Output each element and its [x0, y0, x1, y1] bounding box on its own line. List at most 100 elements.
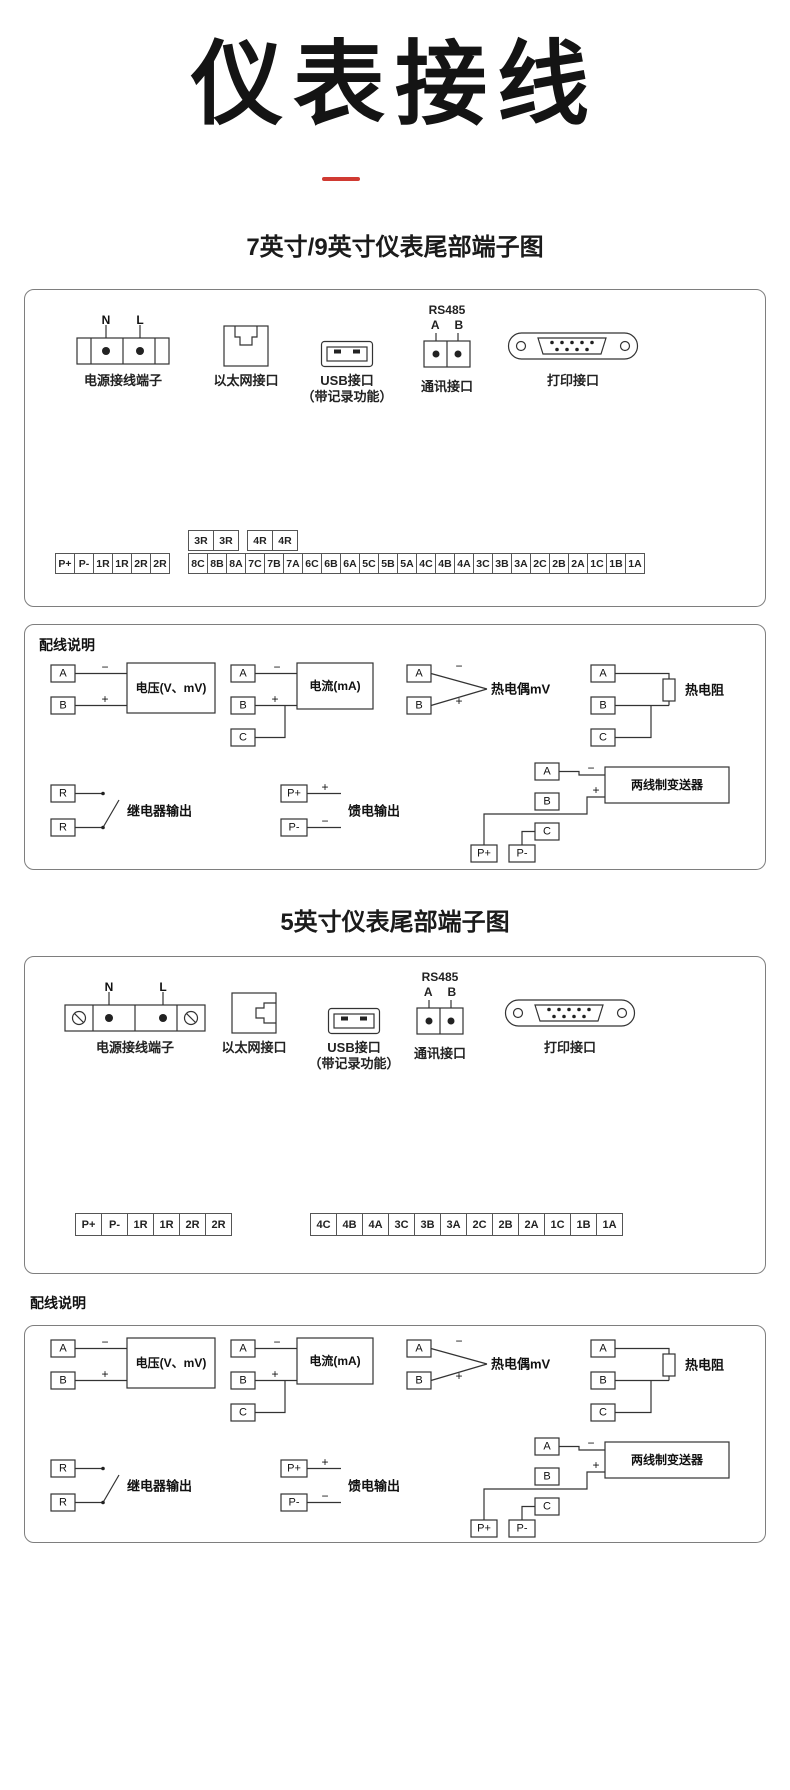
plus-sign: +	[271, 1367, 278, 1381]
terminal-cell: P-	[74, 553, 94, 575]
ethernet-label: 以太网接口	[213, 373, 279, 389]
power-n-label: N	[105, 980, 114, 994]
wiring-rtd: A B C 热电阻	[590, 1339, 724, 1422]
terminal-cell: 1R	[127, 1213, 154, 1237]
terminal-cell: 2B	[492, 1213, 519, 1237]
terminal-cell: 7C	[245, 553, 265, 575]
terminal-label: B	[543, 796, 550, 808]
terminal-cell: 1A	[625, 553, 645, 575]
wiring-thermocouple: A B − + 热电偶mV	[406, 659, 551, 715]
terminal-cell: 4C	[416, 553, 436, 575]
terminal-cell: 1R	[153, 1213, 180, 1237]
terminal-label: B	[59, 700, 66, 712]
minus-sign: −	[321, 814, 328, 828]
printer-icon-area	[490, 973, 650, 1035]
usb-icon-area	[294, 973, 414, 1035]
wiring-transmitter: A B C − + 两线制变送器 P+ P-	[470, 1436, 730, 1538]
terminal-cell: 1A	[596, 1213, 623, 1237]
connector-printer: 打印接口	[490, 973, 650, 1056]
terminal-label: P-	[289, 1497, 300, 1509]
minus-sign: −	[101, 1335, 108, 1349]
connector-power: N L 电源接线端子	[60, 973, 210, 1056]
component-label: 电压(V、mV)	[136, 1355, 207, 1370]
section-7-9-heading: 7英寸/9英寸仪表尾部端子图	[246, 234, 544, 262]
connector-comm: RS485 A B 通讯接口	[403, 304, 491, 395]
wiring-heading: 配线说明	[39, 637, 95, 654]
comm-a-label: A	[430, 318, 440, 333]
wiring-current: A B C − + 电流(mA)	[230, 660, 374, 747]
terminal-cell: 2R	[131, 553, 151, 575]
minus-sign: −	[273, 1335, 280, 1349]
terminal-label: R	[59, 1463, 67, 1475]
terminal-cell: 1C	[544, 1213, 571, 1237]
connector-usb: USB接口 （带记录功能）	[294, 973, 414, 1072]
terminal-cell: 3A	[511, 553, 531, 575]
ethernet-icon-area	[186, 306, 306, 368]
terminal-cell: 2B	[549, 553, 569, 575]
minus-sign: −	[273, 660, 280, 674]
wiring-relay: R R 继电器输出	[50, 1459, 192, 1512]
panel-7-9-terminals: N L 电源接线端子 以太网接口 USB接口	[24, 289, 766, 608]
terminal-label: C	[543, 1501, 551, 1513]
wiring-diagram: A B − + 电压(V、mV) A B C − + 电流(mA)	[25, 1334, 765, 1540]
terminal-label: C	[239, 732, 247, 744]
terminal-cell: 3B	[492, 553, 512, 575]
comm-b-label: B	[447, 985, 457, 1000]
usb-label: USB接口	[320, 373, 374, 389]
terminal-label: C	[543, 826, 551, 838]
terminal-cell: 2R	[179, 1213, 206, 1237]
usb-sublabel: （带记录功能）	[301, 389, 393, 405]
title-accent	[322, 177, 360, 182]
component-label: 电流(mA)	[309, 678, 360, 693]
terminal-cell: 2R	[205, 1213, 232, 1237]
power-terminal-icon: N L	[76, 313, 170, 365]
wiring-heading-outside: 配线说明	[30, 1295, 86, 1312]
terminal-label: R	[59, 822, 67, 834]
terminal-label: P+	[477, 1523, 491, 1535]
panel-5-terminals: N L 电源接线端子 以太网接口	[24, 956, 766, 1275]
printer-port-icon	[507, 332, 639, 360]
terminal-cell: P-	[101, 1213, 128, 1237]
component-label: 热电阻	[685, 1358, 724, 1373]
comm-a-label: A	[423, 985, 433, 1000]
usb-label: USB接口	[327, 1040, 381, 1056]
plus-sign: +	[101, 692, 108, 706]
rs485-label: RS485	[428, 303, 466, 318]
terminal-cell: 3R	[188, 530, 214, 552]
wiring-diagram-svg: A B − + 电压(V、mV) A B C − + 电流(mA)	[50, 659, 730, 863]
component-label: 热电偶mV	[491, 682, 551, 697]
terminal-cell: 1B	[570, 1213, 597, 1237]
terminal-label: A	[239, 668, 247, 680]
terminal-label: P-	[289, 822, 300, 834]
component-label: 继电器输出	[127, 1479, 192, 1494]
component-label: 两线制变送器	[631, 777, 704, 792]
terminal-label: B	[599, 1375, 606, 1387]
terminal-label: B	[59, 1375, 66, 1387]
component-label: 馈电输出	[348, 1479, 400, 1494]
wiring-relay: R R 继电器输出	[50, 784, 192, 837]
terminal-cell: 6C	[302, 553, 322, 575]
terminal-cell: 1B	[606, 553, 626, 575]
printer-label: 打印接口	[543, 1040, 596, 1056]
terminal-cell: 2A	[518, 1213, 545, 1237]
terminal-cell: 4B	[435, 553, 455, 575]
terminal-label: A	[599, 668, 607, 680]
terminal-cell: 7B	[264, 553, 284, 575]
page-title: 仪表接线	[190, 34, 599, 136]
connector-ethernet: 以太网接口	[194, 973, 314, 1056]
wiring-rtd: A B C 热电阻	[590, 664, 724, 747]
terminal-cell: 6B	[321, 553, 341, 575]
comm-b-label: B	[454, 318, 464, 333]
connector-comm: RS485 A B 通讯接口	[396, 971, 484, 1062]
terminal-cell: P+	[75, 1213, 102, 1237]
component-label: 热电阻	[685, 683, 724, 698]
power-label: 电源接线端子	[83, 373, 162, 389]
power-l-label: L	[159, 980, 166, 994]
minus-sign: −	[587, 761, 594, 775]
terminal-cell: 3C	[388, 1213, 415, 1237]
minus-sign: −	[587, 1436, 594, 1450]
terminal-cell: 1R	[112, 553, 132, 575]
